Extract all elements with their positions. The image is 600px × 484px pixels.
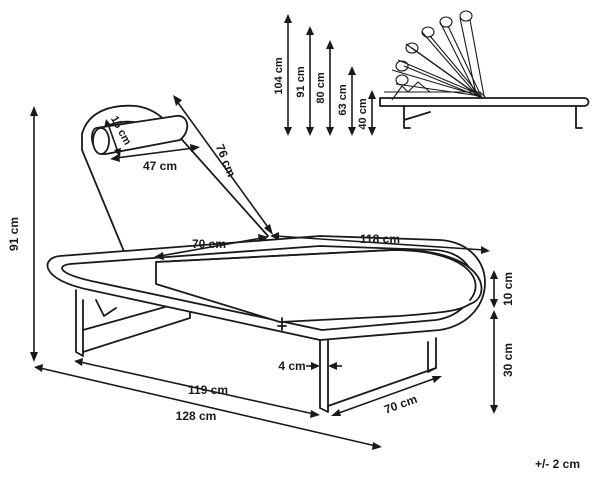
frame-right-rail [327, 337, 437, 407]
label-seat-height: 30 cm [501, 343, 515, 377]
label-frame-thickness: 4 cm [278, 359, 305, 373]
backrest-positions: 104 cm 91 cm 80 cm 63 cm 40 cm [273, 10, 590, 136]
frame-left-rail [82, 309, 191, 353]
frame-back-rail [427, 341, 437, 373]
label-position-63: 63 cm [337, 84, 349, 115]
pillow-end [92, 127, 110, 155]
label-position-40: 40 cm [357, 98, 369, 129]
label-cushion-thickness: 10 cm [501, 272, 515, 306]
frame-adjuster [95, 299, 117, 317]
cushion-strap [277, 317, 287, 331]
label-seat-width: 70 cm [192, 237, 226, 251]
label-position-91: 91 cm [295, 66, 307, 97]
frame-left-leg [75, 289, 84, 357]
label-pillow-width: 47 cm [143, 159, 177, 173]
label-total-length: 128 cm [176, 409, 217, 423]
platform-inner-rim [61, 245, 475, 331]
seat-cushion-top [155, 249, 477, 301]
label-inner-length: 119 cm [188, 383, 228, 397]
label-back-length: 76 cm [213, 142, 239, 179]
mini-lounger-side-view [379, 10, 590, 129]
label-position-80: 80 cm [315, 72, 327, 103]
label-total-height: 91 cm [7, 217, 21, 251]
seat-cushion [155, 249, 483, 323]
label-position-104: 104 cm [273, 57, 285, 95]
label-tolerance: +/- 2 cm [535, 457, 580, 471]
dimension-lines [30, 95, 498, 450]
frame-right-leg [319, 331, 329, 413]
lounger-illustration [46, 104, 486, 413]
label-seat-length: 118 cm [360, 232, 400, 246]
